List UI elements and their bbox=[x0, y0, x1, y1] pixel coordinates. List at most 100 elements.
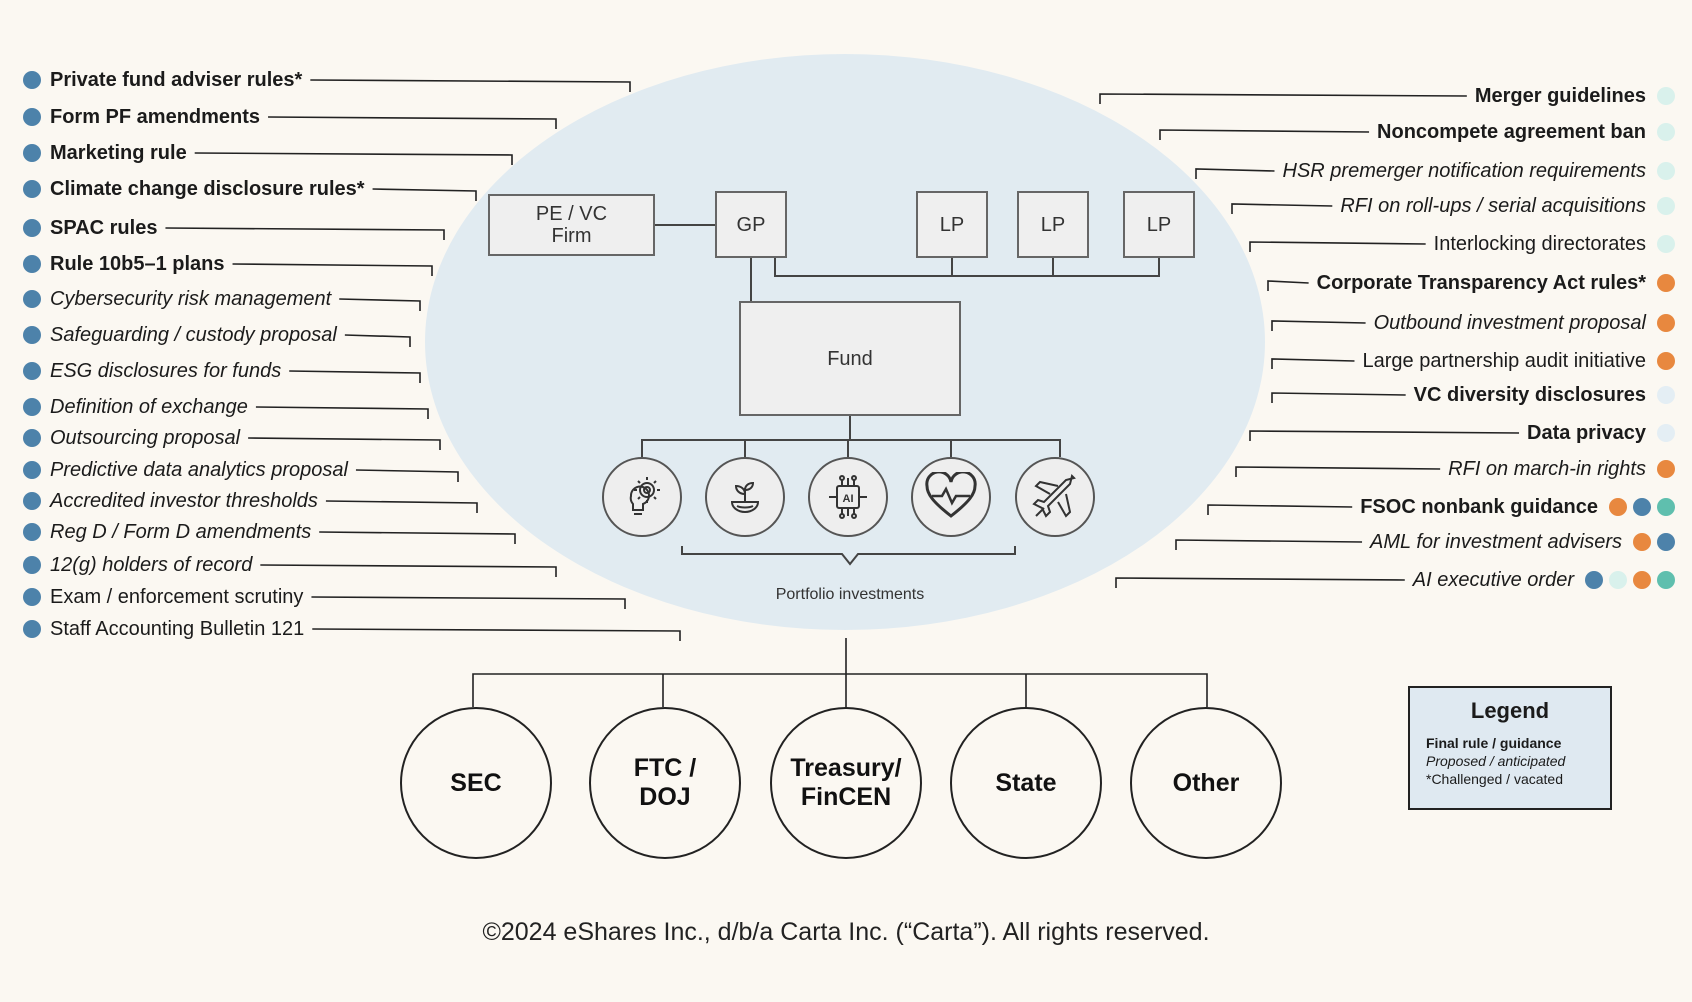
agency-dots bbox=[20, 290, 44, 308]
regulation-item: AML for investment advisers bbox=[1370, 530, 1678, 554]
gear-lightbulb-icon bbox=[602, 457, 682, 537]
regulation-item: FSOC nonbank guidance bbox=[1360, 495, 1678, 519]
agency-dot-treasury bbox=[1657, 352, 1675, 370]
regulation-label: Predictive data analytics proposal bbox=[50, 459, 348, 481]
fund-box: Fund bbox=[739, 301, 961, 416]
agency-dot-ftc bbox=[1657, 235, 1675, 253]
regulation-label: Exam / enforcement scrutiny bbox=[50, 586, 304, 608]
legend-challenged: *Challenged / vacated bbox=[1426, 771, 1563, 787]
regulation-item: Predictive data analytics proposal bbox=[20, 458, 348, 482]
regulation-item: Merger guidelines bbox=[1475, 84, 1678, 108]
leader-line bbox=[339, 298, 421, 311]
agency-state: State bbox=[950, 707, 1102, 859]
agency-dots bbox=[20, 461, 44, 479]
jet-icon bbox=[1015, 457, 1095, 537]
regulation-label: Marketing rule bbox=[50, 142, 187, 164]
leader-line bbox=[344, 334, 411, 347]
agency-dots bbox=[1654, 87, 1678, 105]
regulation-item: Safeguarding / custody proposal bbox=[20, 323, 337, 347]
agency-dot-sec bbox=[23, 108, 41, 126]
agency-dot-other bbox=[1657, 571, 1675, 589]
agency-dots bbox=[20, 492, 44, 510]
regulation-item: Noncompete agreement ban bbox=[1377, 120, 1678, 144]
copyright-footer: ©2024 eShares Inc., d/b/a Carta Inc. (“C… bbox=[482, 918, 1210, 946]
regulation-item: Reg D / Form D amendments bbox=[20, 520, 311, 544]
agency-dots bbox=[1654, 197, 1678, 215]
leader-line bbox=[1267, 280, 1309, 291]
lp-connector bbox=[774, 258, 1160, 277]
agency-dot-sec bbox=[23, 492, 41, 510]
agency-dots bbox=[20, 429, 44, 447]
leader-line bbox=[1249, 430, 1520, 441]
agency-dots bbox=[1606, 498, 1678, 516]
regulation-item: AI executive order bbox=[1413, 568, 1678, 592]
agency-treasury-fincen: Treasury/ FinCEN bbox=[770, 707, 922, 859]
regulation-label: Cybersecurity risk management bbox=[50, 288, 332, 310]
agency-dot-sec bbox=[23, 398, 41, 416]
legend: Legend Final rule / guidance Proposed / … bbox=[1408, 686, 1612, 810]
agency-label: Other bbox=[1172, 768, 1240, 797]
agency-dot-sec bbox=[23, 523, 41, 541]
pe-vc-firm-box: PE / VC Firm bbox=[488, 194, 655, 256]
leader-line bbox=[312, 628, 681, 641]
legend-title: Legend bbox=[1470, 698, 1550, 723]
agency-label: State bbox=[995, 768, 1057, 797]
regulation-item: Exam / enforcement scrutiny bbox=[20, 585, 303, 609]
agency-dot-sec bbox=[1633, 498, 1651, 516]
gp-label: GP bbox=[736, 213, 766, 236]
regulation-label: Accredited investor thresholds bbox=[50, 490, 318, 512]
agency-dots bbox=[20, 362, 44, 380]
regulation-label: Large partnership audit initiative bbox=[1362, 350, 1646, 372]
agency-dot-sec bbox=[1585, 571, 1603, 589]
lp-box: LP bbox=[916, 191, 988, 258]
agency-dot-ftc bbox=[1657, 162, 1675, 180]
lp-box: LP bbox=[1017, 191, 1089, 258]
legend-proposed: Proposed / anticipated bbox=[1426, 753, 1566, 769]
leader-line bbox=[325, 500, 478, 513]
agency-dots bbox=[1630, 533, 1678, 551]
regulation-label: VC diversity disclosures bbox=[1413, 384, 1646, 406]
agency-dots bbox=[1654, 386, 1678, 404]
leader-line bbox=[372, 188, 477, 201]
leader-line bbox=[248, 437, 441, 450]
agency-dot-ftc bbox=[1609, 571, 1627, 589]
agency-dots bbox=[20, 219, 44, 237]
leader-line bbox=[1271, 392, 1406, 403]
leader-line bbox=[255, 406, 429, 419]
agency-dot-sec bbox=[23, 290, 41, 308]
regulation-item: Accredited investor thresholds bbox=[20, 489, 318, 513]
regulation-item: VC diversity disclosures bbox=[1414, 383, 1678, 407]
leader-line bbox=[1207, 504, 1353, 515]
agency-dots bbox=[1654, 235, 1678, 253]
agency-dot-ftc bbox=[1657, 123, 1675, 141]
leader-line bbox=[1159, 129, 1370, 140]
agency-dot-sec bbox=[23, 180, 41, 198]
agency-dots bbox=[1654, 424, 1678, 442]
agency-dot-treasury bbox=[1633, 571, 1651, 589]
regulation-item: Climate change disclosure rules* bbox=[20, 177, 365, 201]
agency-dot-sec bbox=[23, 326, 41, 344]
agency-dots bbox=[20, 326, 44, 344]
leader-line bbox=[232, 263, 433, 276]
regulation-label: Form PF amendments bbox=[50, 106, 261, 128]
leader-line bbox=[165, 227, 445, 240]
regulation-item: Cybersecurity risk management bbox=[20, 287, 331, 311]
regulation-item: HSR premerger notification requirements bbox=[1283, 159, 1679, 183]
agency-dots bbox=[20, 588, 44, 606]
structure-lines bbox=[641, 224, 1160, 566]
fund-label: Fund bbox=[827, 347, 873, 370]
regulation-label: RFI on march-in rights bbox=[1448, 458, 1646, 480]
agency-dots bbox=[1654, 314, 1678, 332]
agency-dots bbox=[1654, 274, 1678, 292]
leader-line bbox=[1271, 320, 1366, 331]
agency-dot-state bbox=[1657, 424, 1675, 442]
regulation-item: Large partnership audit initiative bbox=[1362, 349, 1678, 373]
leader-line bbox=[268, 116, 557, 129]
regulation-item: RFI on roll-ups / serial acquisitions bbox=[1340, 194, 1678, 218]
regulation-label: ESG disclosures for funds bbox=[50, 360, 282, 382]
regulation-label: Interlocking directorates bbox=[1433, 233, 1646, 255]
agency-dot-treasury bbox=[1657, 314, 1675, 332]
agency-dot-sec bbox=[23, 362, 41, 380]
regulation-label: Outbound investment proposal bbox=[1373, 312, 1646, 334]
leader-line bbox=[1175, 539, 1363, 550]
